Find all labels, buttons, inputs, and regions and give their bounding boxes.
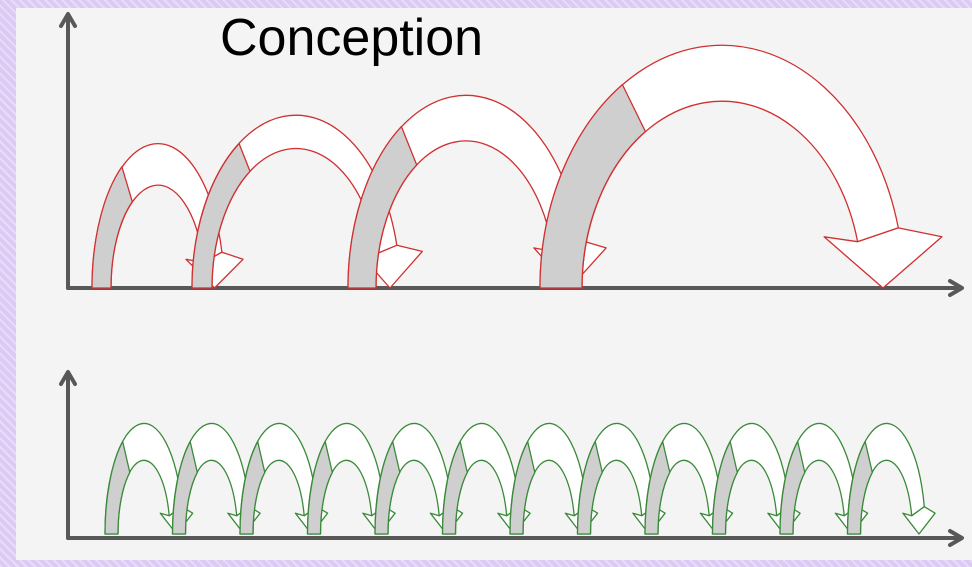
bottom-y-axis-arrowhead — [59, 370, 77, 386]
axes — [59, 12, 964, 547]
top-x-axis-arrowhead — [948, 279, 964, 297]
bottom-jump-arrow-3-shade — [239, 440, 266, 535]
bottom-jump-arrow-12-shade — [846, 440, 873, 535]
bottom-x-axis-arrowhead — [948, 529, 964, 547]
top-y-axis-arrowhead — [59, 12, 77, 28]
bottom-jump-arrow-7-shade — [509, 440, 536, 535]
bottom-jump-arrow-5-shade — [374, 440, 401, 535]
top-arrow-group — [91, 44, 943, 289]
bottom-jump-arrow-11-shade — [779, 440, 806, 535]
bottom-jump-arrow-1-shade — [104, 440, 131, 535]
bottom-arrow-group — [104, 422, 936, 535]
bottom-jump-arrow-2-shade — [171, 440, 198, 535]
top-jump-arrow-4-head — [823, 227, 943, 289]
top-jump-arrow-4-shade — [539, 83, 647, 289]
top-jump-arrow-2-shade — [191, 142, 251, 289]
bottom-jump-arrow-12-head — [902, 506, 936, 535]
bottom-jump-arrow-6-shade — [441, 440, 468, 535]
bottom-jump-arrow-9-shade — [644, 440, 671, 535]
top-jump-arrow-3-shade — [347, 125, 418, 289]
bottom-jump-arrow-10-shade — [711, 440, 738, 535]
page-title: Conception — [220, 9, 484, 67]
bottom-jump-arrow-4-shade — [306, 440, 333, 535]
bottom-jump-arrow-8-shade — [576, 440, 603, 535]
top-jump-arrow-1-shade — [91, 166, 133, 289]
